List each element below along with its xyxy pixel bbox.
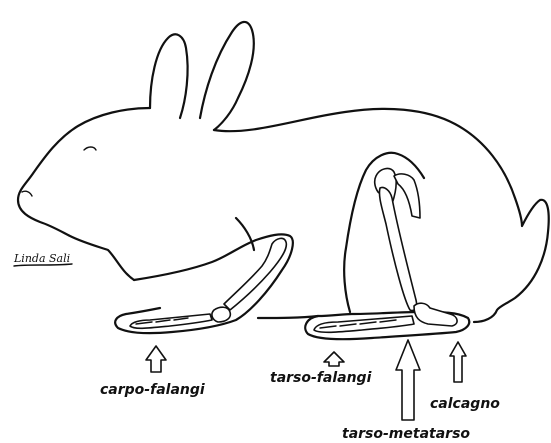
hind-tarsus-bone bbox=[414, 303, 457, 326]
rabbit-outline bbox=[18, 22, 549, 339]
front-forearm-bone bbox=[224, 238, 286, 310]
rabbit-back-ear bbox=[200, 22, 254, 130]
rabbit-belly-line bbox=[258, 316, 318, 318]
arrow-tarso-falangi bbox=[324, 352, 344, 366]
rabbit-front-ear bbox=[150, 34, 188, 118]
arrow-carpo-falangi bbox=[146, 346, 166, 372]
arrow-calcagno bbox=[450, 342, 466, 382]
front-carpal-bone bbox=[212, 307, 230, 322]
label-tarso-falangi: tarso-falangi bbox=[270, 370, 372, 386]
arrow-tarso-metatarso bbox=[396, 340, 420, 420]
label-carpo-falangi: carpo-falangi bbox=[100, 382, 205, 398]
label-tarso-metatarso: tarso-metatarso bbox=[342, 426, 470, 442]
label-calcagno: calcagno bbox=[430, 396, 500, 412]
rabbit-nose bbox=[22, 191, 32, 196]
hind-fibula-bone bbox=[394, 174, 420, 218]
hind-leg-bones bbox=[314, 169, 457, 333]
rabbit-eye bbox=[84, 147, 96, 150]
front-leg-bones bbox=[130, 238, 286, 328]
artist-signature: Linda Sali bbox=[13, 252, 70, 265]
front-metacarpal-bones bbox=[130, 314, 212, 328]
